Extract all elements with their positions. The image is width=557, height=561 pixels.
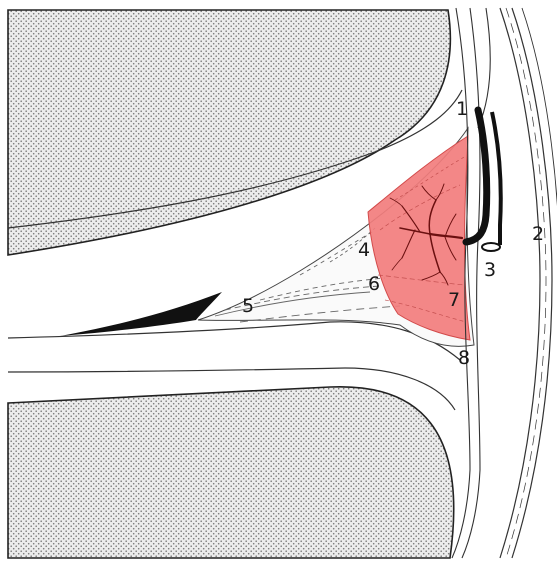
lower-stippled-region — [8, 387, 454, 558]
label-7: 7 — [448, 289, 460, 311]
label-5: 5 — [242, 295, 254, 317]
label-8: 8 — [458, 347, 470, 369]
lower-band-top-line — [8, 322, 460, 360]
outer-layers — [500, 8, 557, 558]
tube-structure — [466, 110, 501, 251]
label-6: 6 — [368, 273, 380, 295]
label-2: 2 — [532, 223, 544, 245]
label-1: 1 — [456, 98, 468, 120]
label-3: 3 — [484, 259, 496, 281]
label-4: 4 — [358, 239, 370, 261]
black-wedge — [60, 292, 222, 336]
